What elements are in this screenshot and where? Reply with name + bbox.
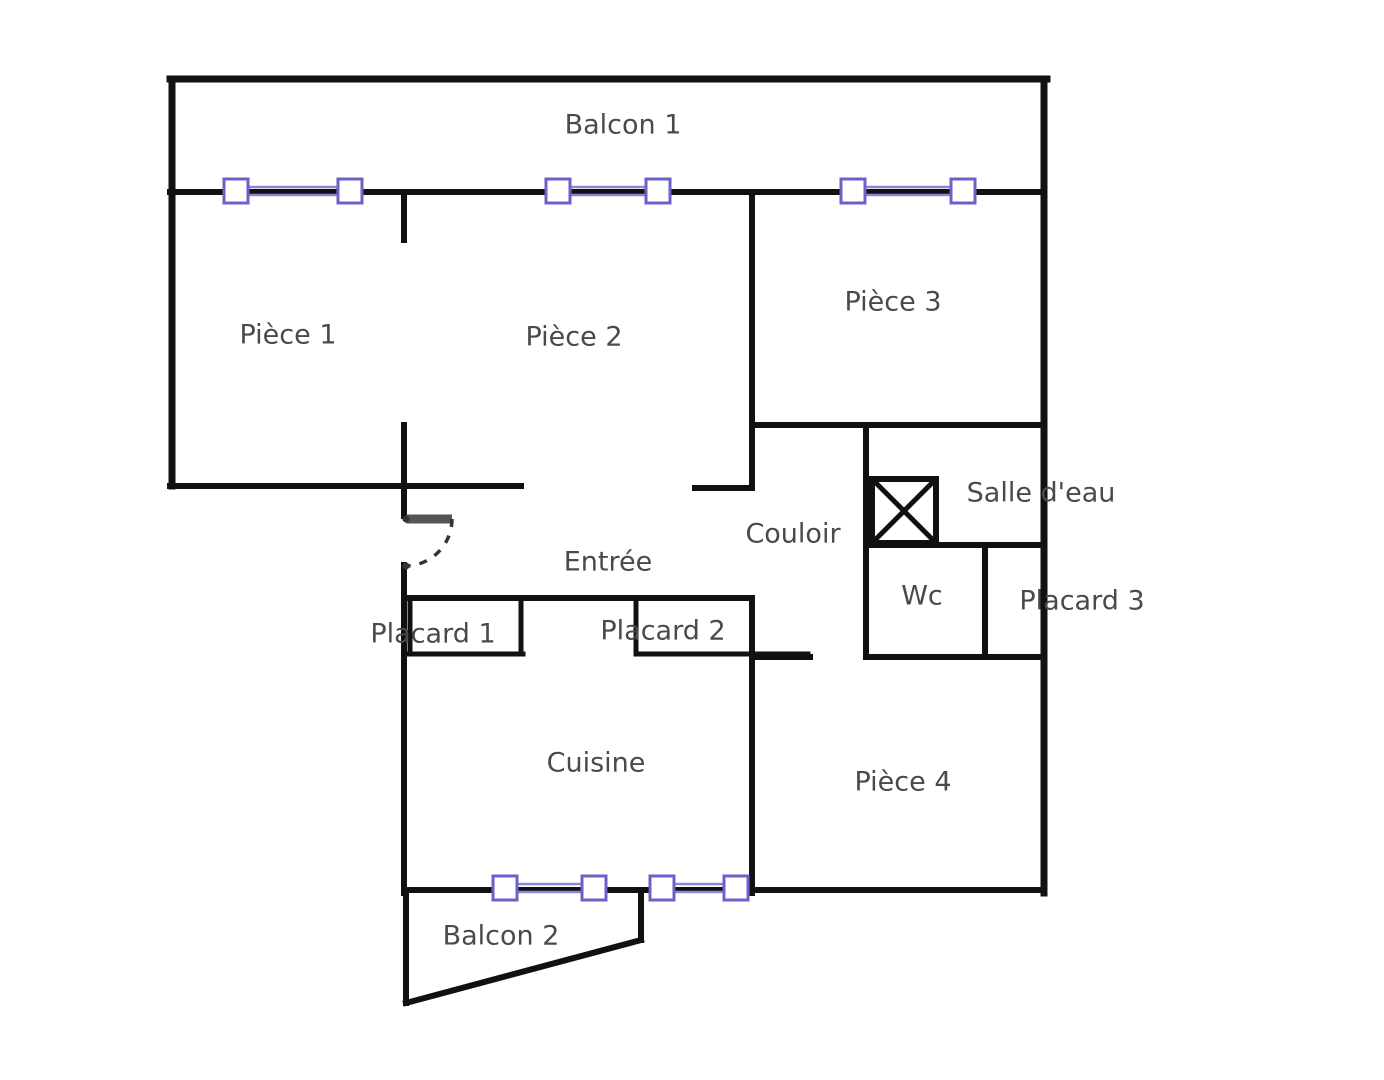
window-piece4-block-start <box>648 874 676 902</box>
windows-group <box>222 177 977 902</box>
shower-tray-diagonal-2 <box>870 477 938 545</box>
window-piece2-block-end <box>644 177 672 205</box>
fixtures-group <box>869 476 939 546</box>
door-entree-hinge-pin-top <box>402 515 410 523</box>
room-label-placard-1: Placard 1 <box>370 619 495 650</box>
window-piece2-block-start <box>544 177 572 205</box>
room-label-piece-1: Pièce 1 <box>239 320 336 351</box>
room-label-entree: Entrée <box>564 547 653 578</box>
room-label-couloir: Couloir <box>745 519 841 550</box>
window-piece3-block-end <box>949 177 977 205</box>
room-label-wc: Wc <box>901 581 943 612</box>
room-label-salle-eau: Salle d'eau <box>967 478 1116 509</box>
room-labels-group: Balcon 1 Pièce 1 Pièce 2 Pièce 3 Salle d'eau… <box>239 110 1144 952</box>
window-cuisine-block-start <box>491 874 519 902</box>
shower-tray-outline <box>869 476 939 546</box>
window-cuisine <box>491 874 608 902</box>
window-piece1-block-start <box>222 177 250 205</box>
window-piece4-block-end <box>722 874 750 902</box>
shower-tray <box>869 476 939 546</box>
room-label-piece-2: Pièce 2 <box>525 322 622 353</box>
room-label-placard-2: Placard 2 <box>600 616 725 647</box>
window-piece1-block-end <box>336 177 364 205</box>
window-piece3-block-start <box>839 177 867 205</box>
room-label-cuisine: Cuisine <box>547 748 646 779</box>
window-piece3 <box>839 177 977 205</box>
window-cuisine-block-end <box>580 874 608 902</box>
doors-group <box>402 514 454 570</box>
window-piece1 <box>222 177 364 205</box>
room-label-piece-4: Pièce 4 <box>854 767 951 798</box>
wall-balcon2-diagonal <box>402 936 645 1007</box>
room-label-balcon-2: Balcon 2 <box>443 921 560 952</box>
walls-group <box>166 75 1051 1007</box>
room-label-balcon-1: Balcon 1 <box>565 110 682 141</box>
window-piece4 <box>648 874 750 902</box>
room-label-piece-3: Pièce 3 <box>844 287 941 318</box>
window-piece2 <box>544 177 672 205</box>
room-label-placard-3: Placard 3 <box>1019 586 1144 617</box>
door-entree <box>402 514 454 570</box>
door-entree-swing-arc <box>405 518 454 568</box>
